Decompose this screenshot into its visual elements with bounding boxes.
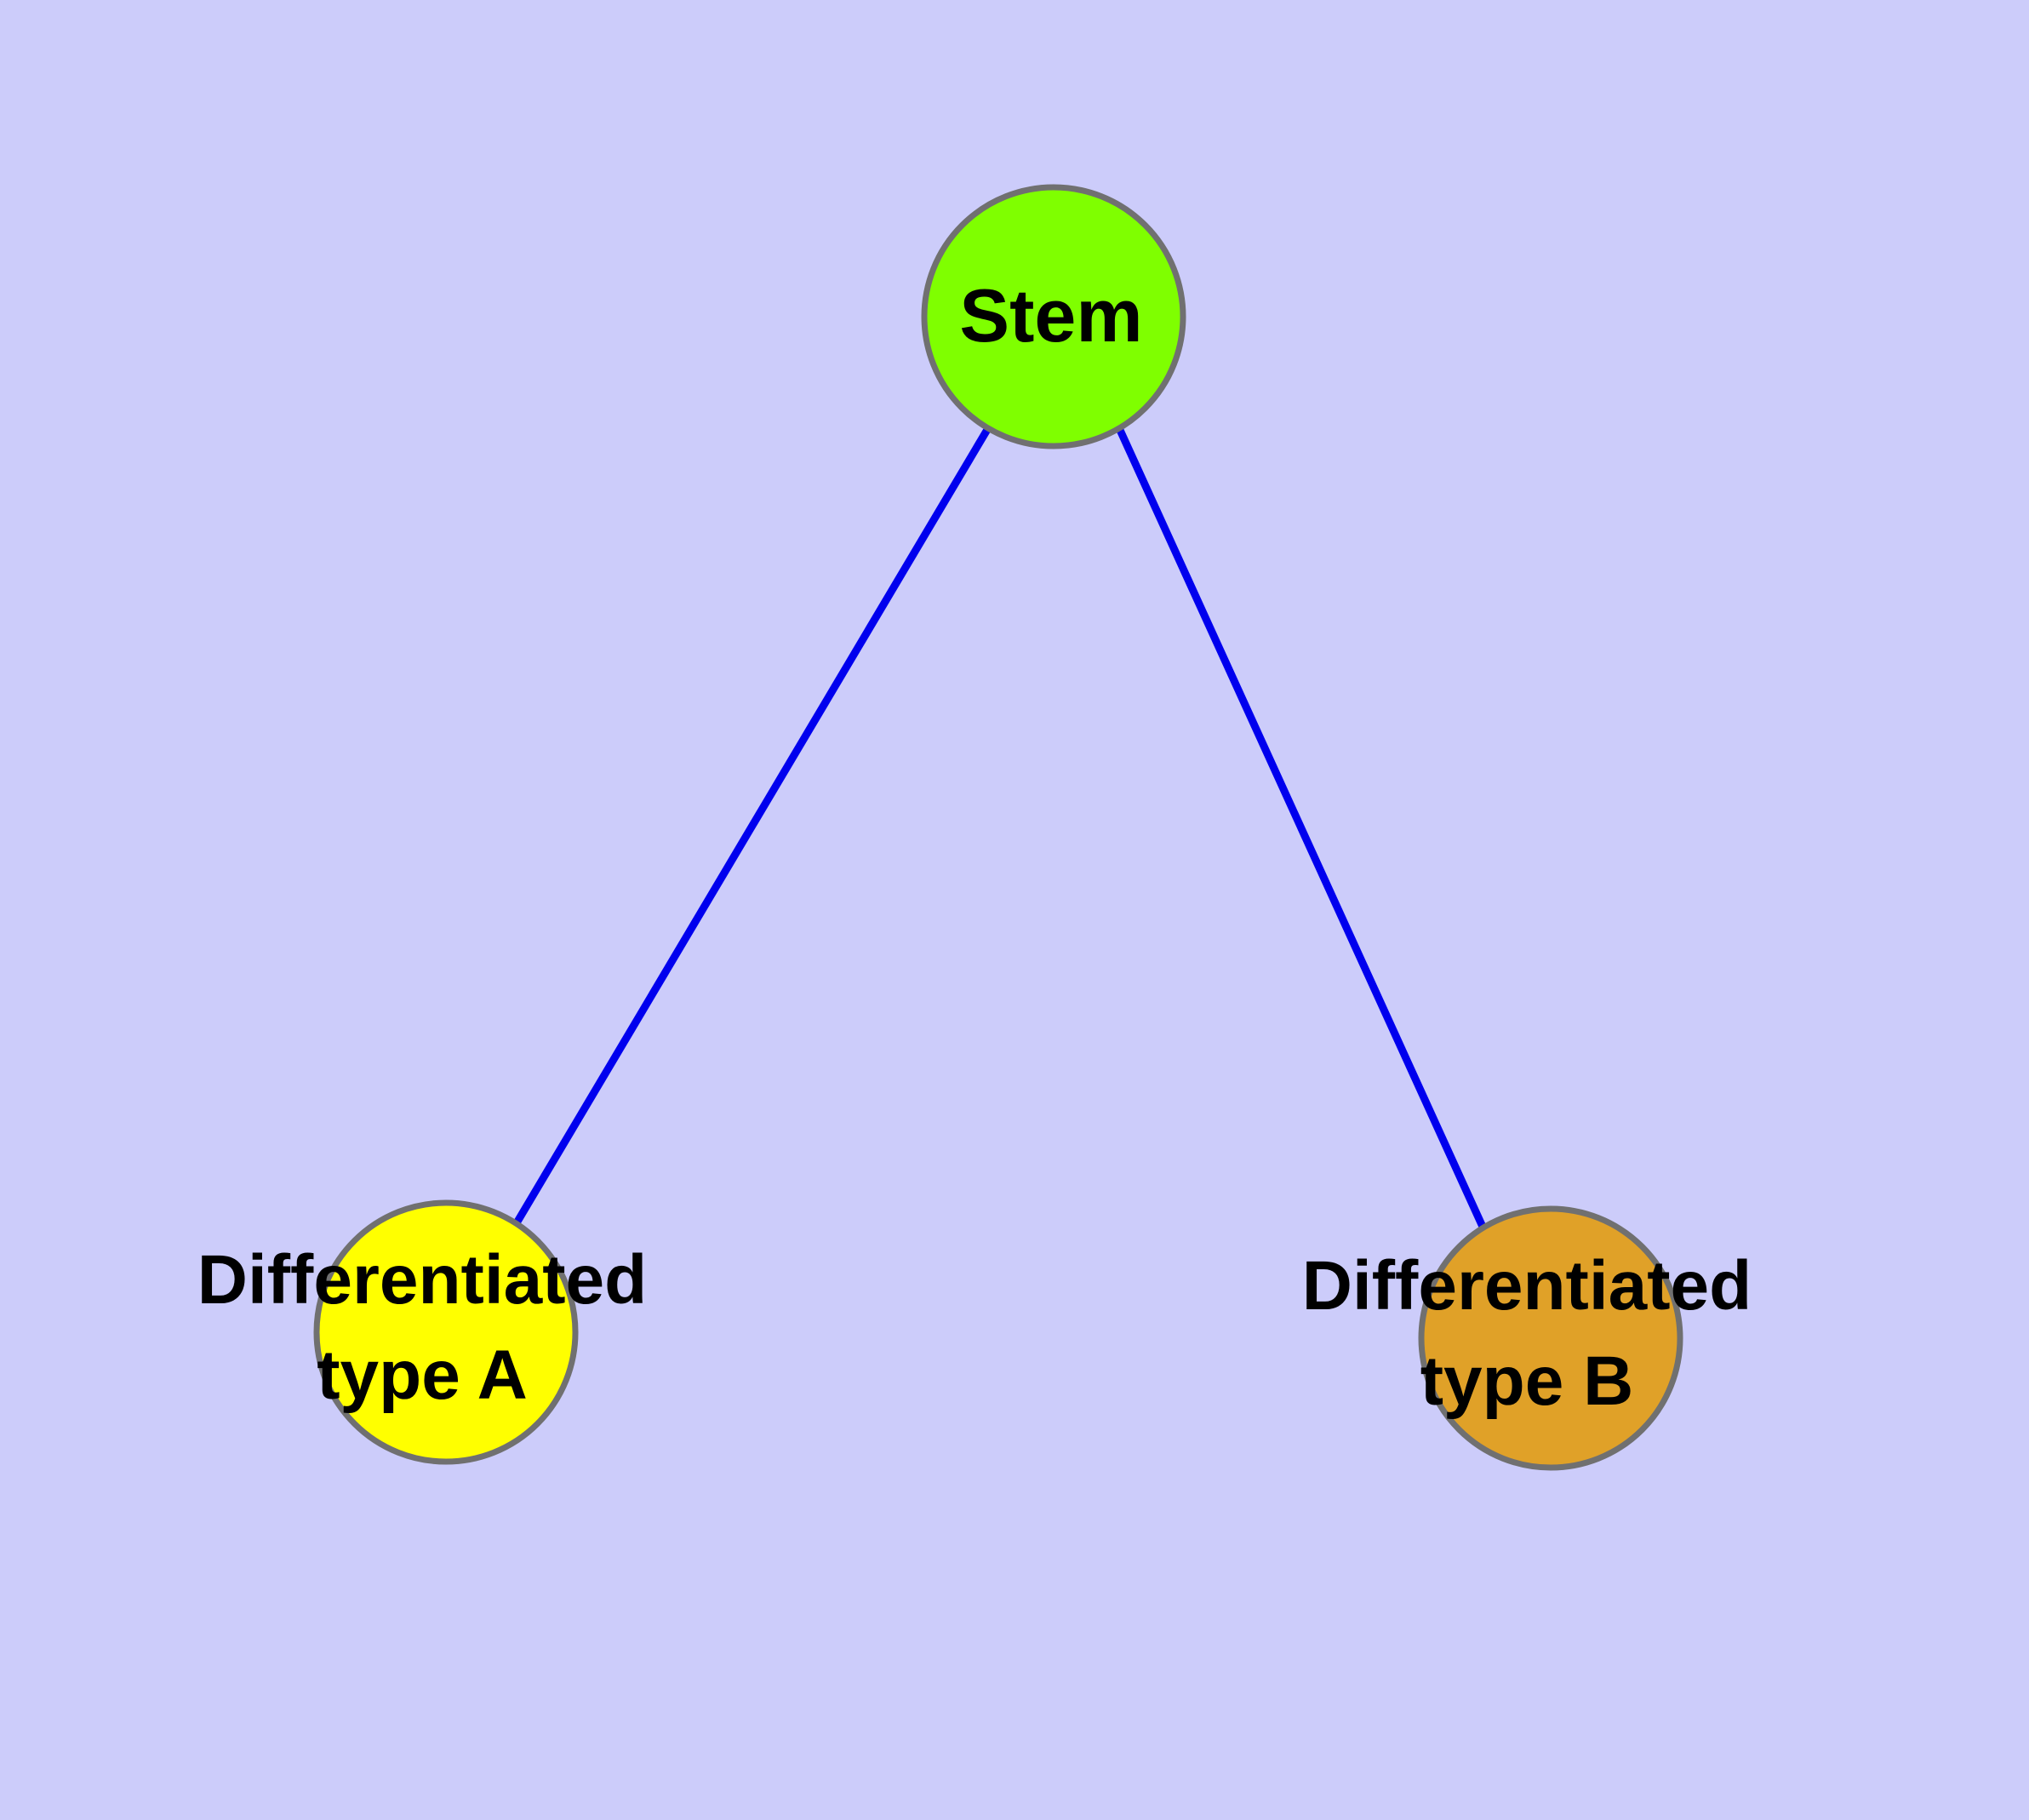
graph-node-label-line: Differentiated — [1302, 1247, 1752, 1325]
graph-node-label-diff-b: Differentiated type B — [1302, 1247, 1752, 1420]
graph-node-stem[interactable] — [921, 184, 1186, 449]
graph-edge-stem-to-diff-b[interactable] — [1115, 426, 1487, 1228]
edges-layer — [514, 426, 1487, 1228]
graph-node-label-line: type B — [1420, 1342, 1634, 1420]
graph-edge-stem-to-diff-a[interactable] — [514, 426, 992, 1224]
graph-node-label-line: Stem — [959, 273, 1142, 358]
graph-node-diff-b[interactable] — [1418, 1205, 1683, 1471]
nodes-layer — [313, 184, 1683, 1471]
graph-node-label-diff-a: Differentiated type A — [197, 1241, 648, 1414]
graph-node-label-line: type A — [317, 1336, 528, 1414]
graph-node-label-stem: Stem — [959, 273, 1142, 358]
graph-node-label-line: Differentiated — [197, 1241, 648, 1319]
graph-node-diff-a[interactable] — [313, 1199, 579, 1465]
